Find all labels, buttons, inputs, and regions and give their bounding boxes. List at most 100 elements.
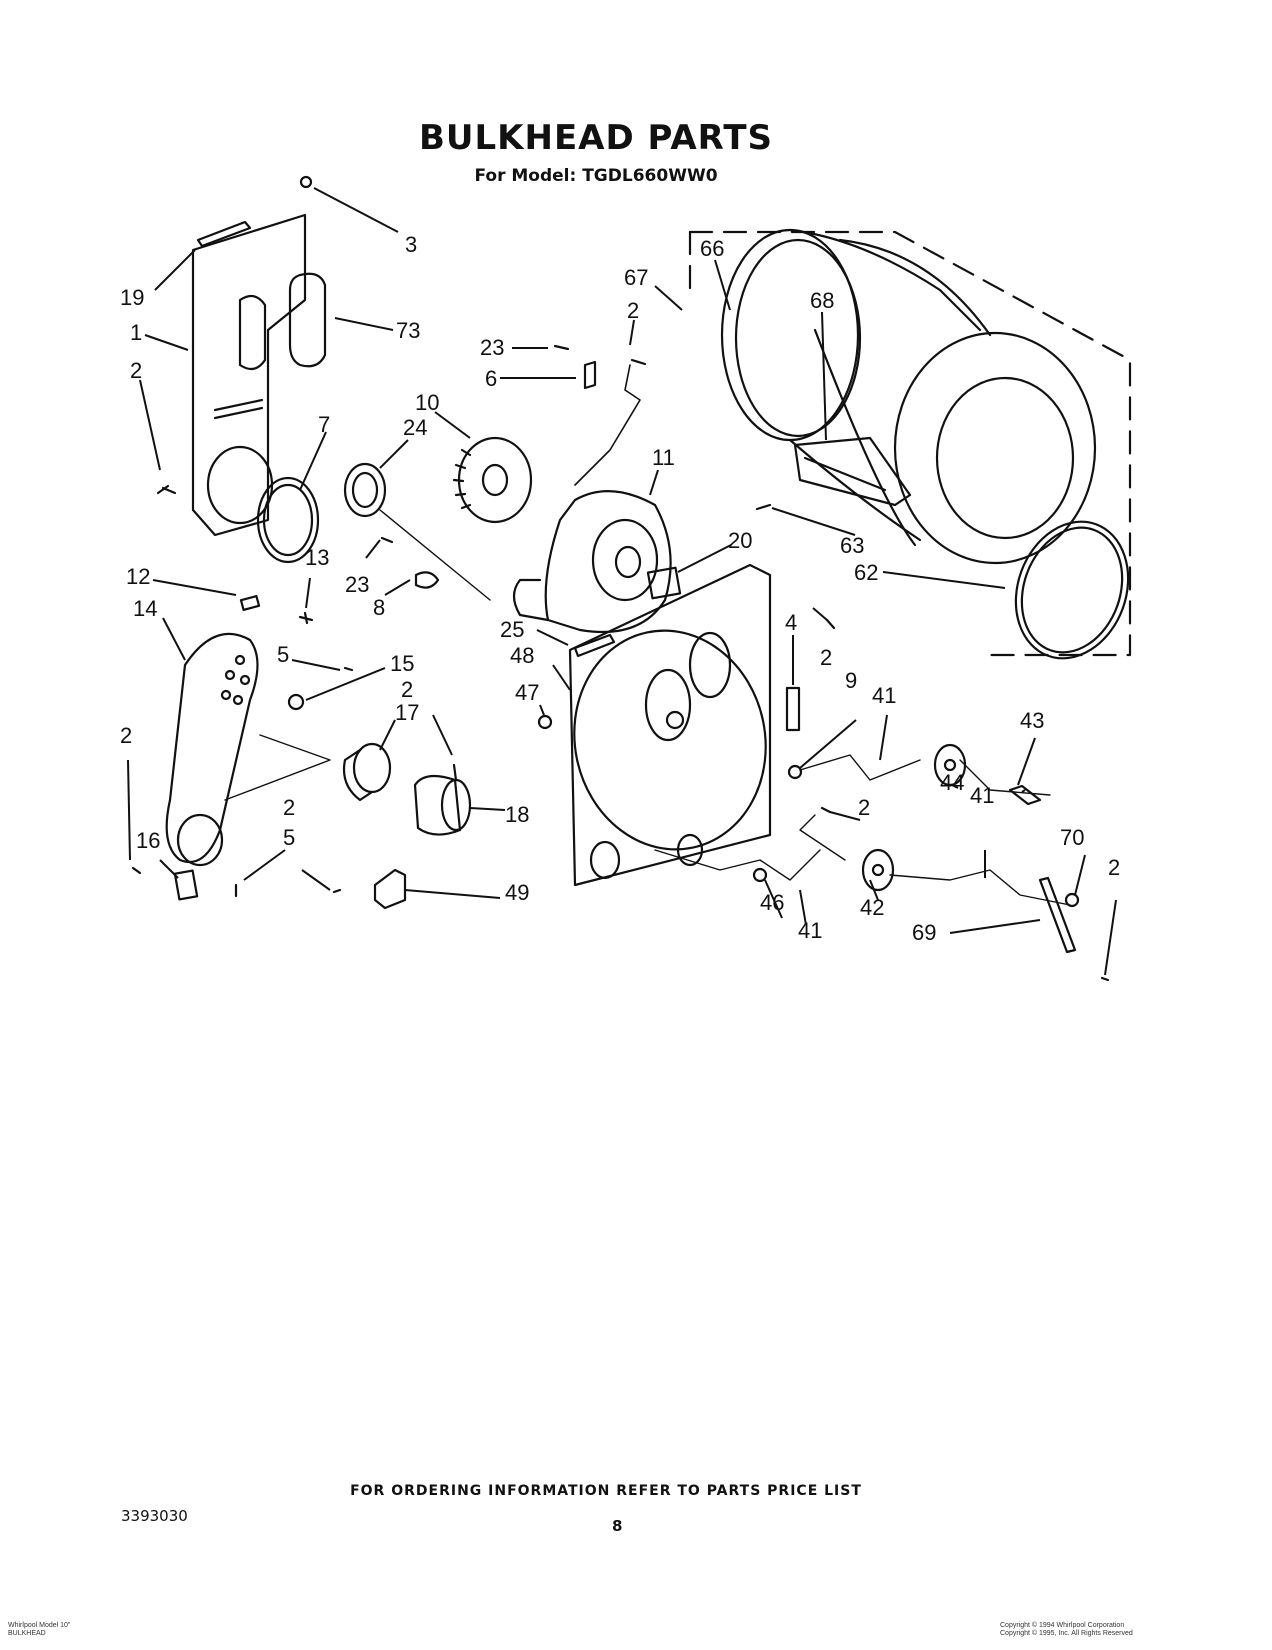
callout-2f: 2 [858, 795, 870, 820]
clip-6 [583, 360, 597, 390]
drum-baffle [793, 436, 912, 507]
bearing-8 [414, 571, 440, 589]
footer-left-small: Whirlpool Model 10" BULKHEAD [8, 1622, 70, 1638]
callout-12: 12 [126, 564, 150, 589]
callout-20: 20 [728, 528, 752, 553]
nut-3 [299, 175, 313, 189]
callout-41c: 41 [798, 918, 822, 943]
washer-15 [287, 693, 305, 711]
callout-66: 66 [700, 236, 724, 261]
belt-guard-14 [165, 632, 259, 863]
callout-46: 46 [760, 890, 784, 915]
part-4 [785, 686, 801, 732]
glide-19 [196, 220, 252, 248]
nut-70 [1064, 892, 1080, 908]
callout-69: 69 [912, 920, 936, 945]
callout-16: 16 [136, 828, 160, 853]
callout-5a: 5 [277, 642, 289, 667]
callout-2a: 2 [130, 358, 142, 383]
callout-2d: 2 [401, 677, 413, 702]
callout-2b: 2 [627, 298, 639, 323]
footer-right-small: Copyright © 1994 Whirlpool Corporation C… [1000, 1622, 1133, 1638]
callout-44: 44 [940, 770, 964, 795]
callout-2g: 2 [283, 795, 295, 820]
drum-front-opening [893, 331, 1097, 565]
part-25 [573, 633, 616, 658]
callout-25: 25 [500, 617, 524, 642]
document-number: 3393030 [121, 1507, 188, 1525]
felt-seal-7 [256, 476, 320, 564]
screw-63 [755, 503, 772, 511]
screw-13 [298, 611, 314, 625]
footer-left-line-2: BULKHEAD [8, 1630, 46, 1637]
callout-47: 47 [515, 680, 539, 705]
callout-41a: 41 [872, 683, 896, 708]
screw-2f [131, 866, 142, 875]
strap-69 [1038, 876, 1077, 954]
screw-5a [343, 666, 354, 672]
callout-2c: 2 [820, 645, 832, 670]
screw-2b [630, 358, 647, 366]
callout-41b: 41 [970, 783, 994, 808]
nut-47 [537, 714, 553, 730]
callout-15: 15 [390, 651, 414, 676]
page-number: 8 [612, 1517, 623, 1535]
screw-5b [332, 888, 342, 894]
part-12 [239, 594, 261, 612]
callout-18: 18 [505, 802, 529, 827]
blower-wheel-10 [457, 436, 533, 524]
callout-3: 3 [405, 232, 417, 257]
seal-73 [288, 272, 327, 368]
screw-23a [553, 344, 570, 351]
seal-24 [343, 462, 387, 518]
screw-2e [820, 806, 832, 814]
model-subtitle: For Model: TGDL660WW0 [474, 166, 718, 186]
page-title: BULKHEAD PARTS [418, 118, 774, 158]
callout-23a: 23 [480, 335, 504, 360]
callout-19: 19 [120, 285, 144, 310]
screw-2c [825, 618, 836, 630]
callout-48: 48 [510, 643, 534, 668]
callout-62: 62 [854, 560, 878, 585]
callout-7: 7 [318, 412, 330, 437]
callout-63: 63 [840, 533, 864, 558]
callout-2e: 2 [120, 723, 132, 748]
bracket-16 [173, 869, 199, 901]
callout-6: 6 [485, 366, 497, 391]
callout-1: 1 [130, 320, 142, 345]
callout-13: 13 [305, 545, 329, 570]
callout-23b: 23 [345, 572, 369, 597]
screw-23b [380, 536, 394, 544]
label-20 [646, 566, 682, 600]
roller-42 [861, 848, 895, 892]
nut-9 [787, 764, 803, 780]
drum-seal [1014, 520, 1130, 660]
rear-bulkhead-48 [568, 563, 772, 887]
callout-73: 73 [396, 318, 420, 343]
switch-49 [373, 868, 407, 910]
blower-housing-11 [544, 490, 672, 634]
callout-67: 67 [624, 265, 648, 290]
callout-42: 42 [860, 895, 884, 920]
callout-11: 11 [652, 445, 675, 470]
nut-46 [752, 867, 768, 883]
callout-5b: 5 [283, 825, 295, 850]
callout-9: 9 [845, 668, 857, 693]
callout-68: 68 [810, 288, 834, 313]
ordering-info-note: FOR ORDERING INFORMATION REFER TO PARTS … [350, 1483, 862, 1499]
callout-70: 70 [1060, 825, 1084, 850]
callout-24: 24 [403, 415, 427, 440]
callout-4: 4 [785, 610, 797, 635]
callout-43: 43 [1020, 708, 1044, 733]
screw-2d [452, 763, 458, 782]
screw-2h [1100, 976, 1110, 982]
footer-left-line-1: Whirlpool Model 10" [8, 1622, 71, 1629]
front-bulkhead-panel [191, 213, 307, 537]
callout-14: 14 [133, 596, 157, 621]
shaft-43 [1008, 784, 1042, 806]
footer-right-line-2: Copyright © 1995, Inc. All Rights Reserv… [1000, 1630, 1133, 1637]
motor-18 [413, 774, 462, 836]
callout-8: 8 [373, 595, 385, 620]
footer-right-line-1: Copyright © 1994 Whirlpool Corporation [1000, 1622, 1125, 1629]
